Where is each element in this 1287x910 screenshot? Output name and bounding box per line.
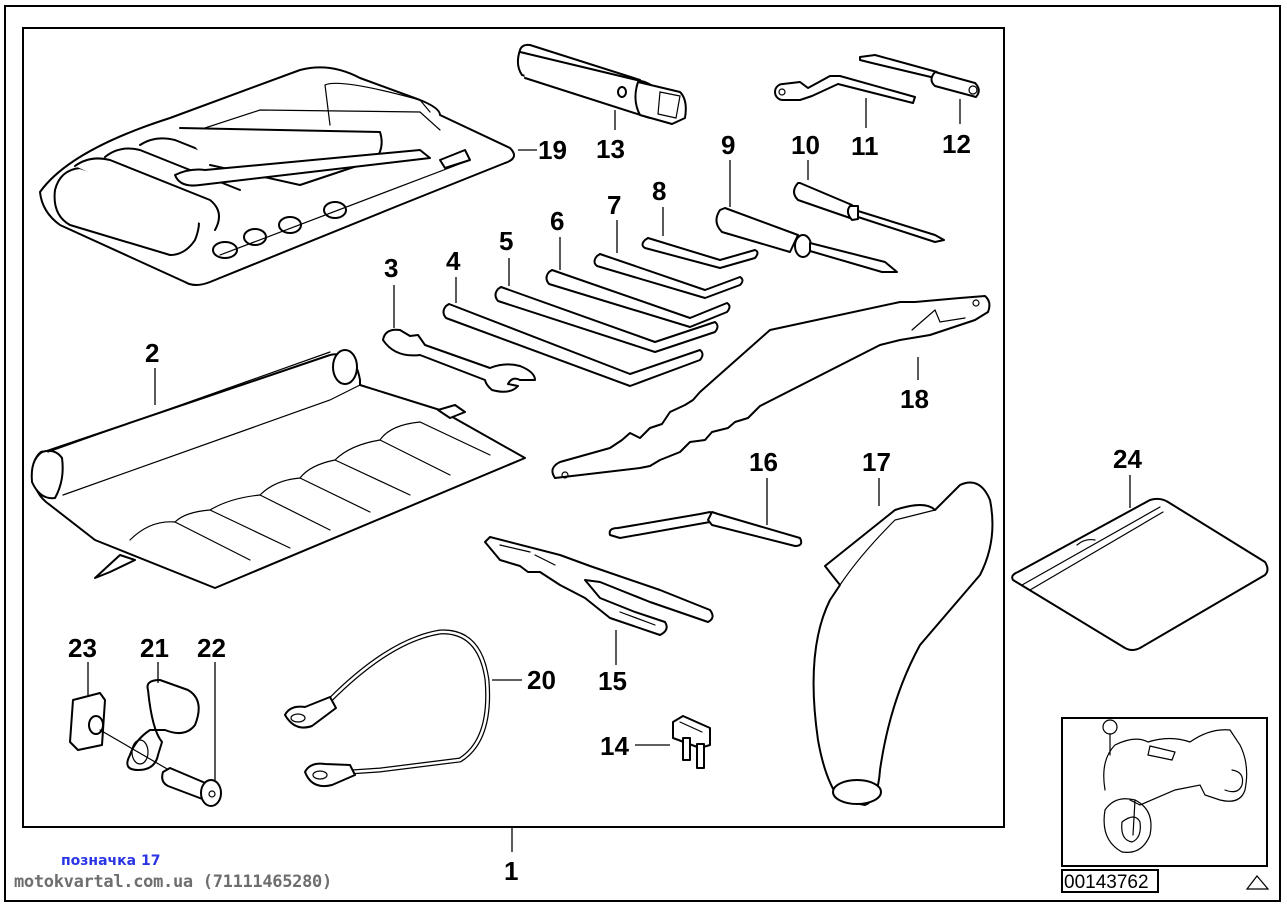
callout-20[interactable]: 20 — [527, 665, 556, 695]
part-11-socket-wrench[interactable] — [774, 75, 916, 104]
inset-frame — [1061, 717, 1268, 867]
part-18-spanner-hook[interactable] — [551, 295, 991, 479]
overview-inset: 00143762 — [1061, 717, 1270, 893]
callout-12[interactable]: 12 — [942, 129, 971, 159]
part-14-fuse[interactable] — [672, 715, 711, 769]
callout-23[interactable]: 23 — [68, 633, 97, 663]
part-3-open-end-wrench[interactable] — [382, 328, 536, 393]
part-19-tool-roll-filled[interactable] — [39, 66, 515, 286]
callout-6[interactable]: 6 — [550, 206, 564, 236]
part-16-feeler-tool[interactable] — [608, 511, 803, 547]
callout-24[interactable]: 24 — [1113, 444, 1142, 474]
part-5-hex-key[interactable] — [494, 286, 719, 353]
part-8-hex-key[interactable] — [641, 237, 759, 269]
callout-21[interactable]: 21 — [140, 633, 169, 663]
part-24-pouch[interactable] — [1011, 497, 1269, 651]
callout-22[interactable]: 22 — [197, 633, 226, 663]
callout-13[interactable]: 13 — [596, 134, 625, 164]
watermark-site[interactable]: motokvartal.com.ua (71111465280) — [14, 872, 332, 892]
callout-14[interactable]: 14 — [600, 731, 629, 761]
part-2-tool-roll-bag[interactable] — [30, 349, 526, 589]
part-10-screwdriver[interactable] — [793, 182, 945, 243]
part-6-hex-key[interactable] — [545, 269, 731, 328]
document-number-box — [1061, 869, 1159, 893]
callout-9[interactable]: 9 — [721, 130, 735, 160]
document-number: 00143762 — [1064, 872, 1149, 893]
part-4-hex-key[interactable] — [442, 303, 704, 387]
part-15-pliers[interactable] — [484, 536, 714, 636]
part-13-box-spanner[interactable] — [516, 43, 687, 125]
callout-18[interactable]: 18 — [900, 384, 929, 414]
part-9-screwdriver[interactable] — [715, 207, 898, 273]
outer-frame — [4, 5, 1281, 902]
callout-7[interactable]: 7 — [607, 190, 621, 220]
part-21-bracket[interactable] — [126, 679, 200, 771]
callout-5[interactable]: 5 — [499, 226, 513, 256]
callout-16[interactable]: 16 — [749, 447, 778, 477]
callout-15[interactable]: 15 — [598, 666, 627, 696]
callout-2[interactable]: 2 — [145, 338, 159, 368]
callout-4[interactable]: 4 — [446, 246, 461, 276]
part-22-screw[interactable] — [99, 729, 222, 807]
callout-19[interactable]: 19 — [538, 135, 567, 165]
part-20-cable[interactable] — [284, 629, 491, 788]
callout-11[interactable]: 11 — [851, 131, 879, 161]
motorcycle-overview-icon — [1102, 719, 1248, 853]
part-17-funnel[interactable] — [812, 481, 994, 806]
callout-17[interactable]: 17 — [862, 447, 891, 477]
part-12-socket-driver[interactable] — [859, 54, 980, 98]
callout-1[interactable]: 1 — [504, 856, 518, 886]
callout-8[interactable]: 8 — [652, 176, 666, 206]
part-7-hex-key[interactable] — [593, 253, 744, 299]
watermark-label: позначка 17 — [61, 853, 161, 869]
callout-3[interactable]: 3 — [384, 253, 398, 283]
main-frame — [22, 27, 1005, 828]
callout-10[interactable]: 10 — [791, 130, 820, 160]
part-23-clip-nut[interactable] — [69, 692, 106, 751]
warning-triangle-icon — [1245, 875, 1270, 890]
